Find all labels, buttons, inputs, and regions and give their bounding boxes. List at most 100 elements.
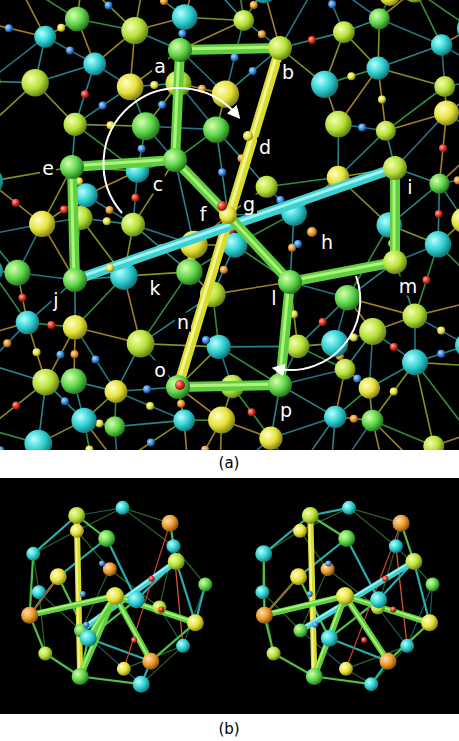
- small-atom: [218, 168, 226, 176]
- green-bond: [345, 596, 430, 623]
- small-atom: [131, 637, 137, 643]
- small-atom: [150, 81, 158, 89]
- cluster-atom: [393, 515, 410, 532]
- small-atom: [0, 446, 4, 450]
- atom: [104, 416, 125, 437]
- small-atom: [308, 36, 316, 44]
- yellow-bond: [77, 516, 80, 677]
- cluster-atom: [426, 578, 440, 592]
- cluster-atom: [128, 591, 145, 608]
- site-label: i: [405, 178, 414, 197]
- small-atom: [312, 622, 318, 628]
- cluster-atom: [72, 668, 89, 685]
- small-atom: [258, 30, 266, 38]
- atom: [376, 121, 396, 141]
- site-label: g: [241, 195, 257, 214]
- cluster-atom: [198, 578, 212, 592]
- small-atom: [390, 606, 396, 612]
- cluster-atom: [293, 624, 307, 638]
- site-label: b: [280, 63, 296, 82]
- atom: [455, 333, 459, 358]
- atom: [64, 113, 87, 136]
- cluster-line: [299, 539, 347, 577]
- site-label: e: [40, 159, 56, 178]
- small-atom: [220, 266, 228, 274]
- green-bond: [314, 596, 345, 677]
- bond-highlight: [289, 261, 394, 281]
- atom: [32, 369, 59, 396]
- cluster-atom: [306, 668, 323, 685]
- cluster-atom: [268, 36, 292, 60]
- atom: [4, 260, 30, 286]
- small-atom: [158, 101, 166, 109]
- small-atom: [5, 24, 13, 32]
- cluster-line: [124, 646, 183, 669]
- bond-highlight: [313, 595, 344, 676]
- cluster-atom: [364, 677, 378, 691]
- small-atom: [437, 327, 445, 335]
- cluster-atom: [290, 568, 307, 585]
- small-atom: [99, 560, 105, 566]
- small-atom: [353, 375, 361, 383]
- cluster-atom: [168, 38, 192, 62]
- atom: [250, 0, 277, 3]
- site-label: p: [278, 401, 294, 420]
- small-atom: [350, 415, 358, 423]
- bond-highlight: [263, 595, 344, 614]
- atom: [63, 315, 88, 340]
- cluster-atom: [421, 614, 438, 631]
- atom: [324, 406, 346, 428]
- small-atom: [12, 199, 20, 207]
- small-atom: [243, 131, 253, 141]
- atom: [311, 71, 338, 98]
- small-atom: [60, 206, 68, 214]
- atom: [16, 311, 39, 334]
- cluster-atom: [389, 539, 403, 553]
- green-bond: [178, 385, 280, 387]
- cluster-atom: [383, 156, 407, 180]
- atom: [121, 17, 148, 44]
- cluster-atom: [166, 539, 180, 553]
- cyan-bond: [300, 562, 413, 631]
- site-label: a: [152, 57, 168, 76]
- atom: [105, 380, 128, 403]
- cluster-line: [414, 562, 430, 623]
- atom: [132, 112, 160, 140]
- small-atom: [143, 385, 151, 393]
- panel-label: (b): [216, 722, 241, 737]
- small-atom: [307, 227, 317, 237]
- cluster-atom: [50, 568, 67, 585]
- small-atom: [106, 206, 114, 214]
- small-atom: [83, 622, 89, 628]
- site-label: m: [397, 277, 420, 296]
- cluster-line: [349, 508, 396, 546]
- small-atom: [33, 348, 41, 356]
- cluster-atom: [103, 562, 117, 576]
- cluster-atom: [142, 653, 159, 670]
- cluster-line: [396, 546, 433, 584]
- cluster-atom: [267, 647, 281, 661]
- panel-label: (a): [217, 456, 242, 471]
- atom: [362, 410, 384, 432]
- green-bond: [30, 596, 115, 615]
- small-atom: [66, 46, 74, 54]
- atom: [434, 100, 459, 125]
- cluster-atom: [256, 607, 273, 624]
- cluster-atom: [370, 591, 387, 608]
- bond-highlight: [76, 515, 79, 676]
- cluster-atom: [278, 270, 302, 294]
- atom: [431, 34, 452, 55]
- small-atom: [57, 24, 65, 32]
- centre-atom: [336, 587, 354, 605]
- site-label: c: [151, 175, 165, 194]
- bond-highlight: [79, 595, 114, 676]
- panel-background: [0, 0, 459, 450]
- green-bond: [180, 48, 280, 50]
- bond-highlight: [179, 47, 279, 49]
- cluster-atom: [302, 507, 319, 524]
- small-atom: [158, 606, 164, 612]
- atom: [325, 111, 352, 138]
- panel-background: [0, 478, 459, 714]
- atom: [172, 4, 198, 30]
- cluster-atom: [152, 601, 166, 615]
